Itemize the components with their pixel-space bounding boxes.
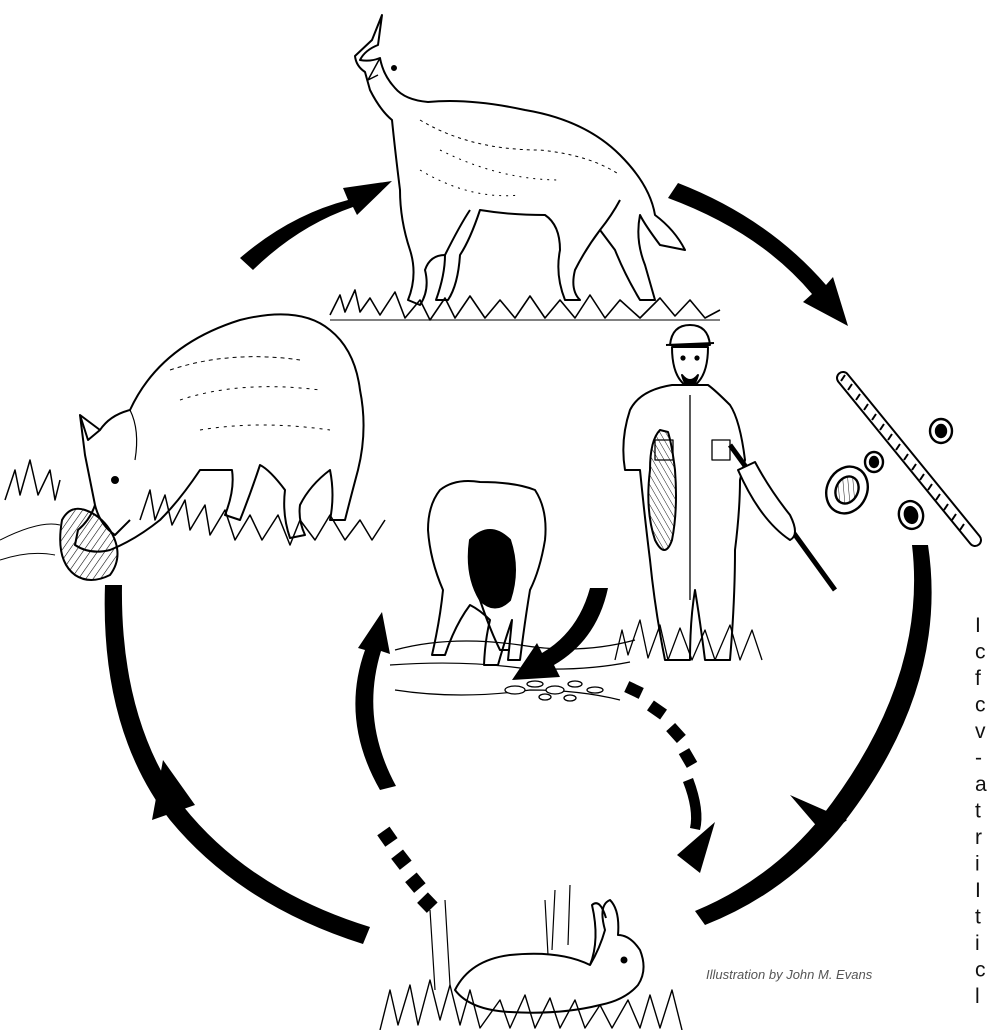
- clipped-letter: v: [975, 720, 986, 743]
- coyote-eating-illustration: [0, 314, 385, 580]
- clipped-letter: l: [975, 985, 980, 1008]
- clipped-letter: -: [975, 747, 982, 770]
- clipped-letter: f: [975, 667, 981, 690]
- coyote-howling-illustration: [330, 15, 720, 320]
- dashed-arrows: [377, 681, 715, 913]
- clipped-letter: r: [975, 826, 982, 849]
- clipped-letter: t: [975, 800, 981, 823]
- carcass-remains: [505, 681, 603, 701]
- clipped-letter: t: [975, 906, 981, 929]
- arrow-to-parasite: [668, 183, 848, 326]
- clipped-letter: I: [975, 879, 981, 902]
- hunter-illustration: [615, 325, 835, 660]
- clipped-letter: i: [975, 853, 980, 876]
- parasite-illustration: [819, 375, 975, 540]
- clipped-letter: c: [975, 959, 986, 982]
- arrow-rabbit-to-dog-solid: [355, 612, 396, 790]
- illustration-credit: Illustration by John M. Evans: [706, 967, 873, 982]
- arrow-to-howling-coyote: [240, 181, 392, 270]
- clipped-letter: I: [975, 614, 981, 637]
- clipped-letter: c: [975, 641, 986, 664]
- clipped-letter: a: [975, 773, 987, 796]
- arrow-rabbit-to-eating-coyote: [105, 585, 370, 944]
- clipped-letter: c: [975, 694, 986, 717]
- clipped-letter: i: [975, 932, 980, 955]
